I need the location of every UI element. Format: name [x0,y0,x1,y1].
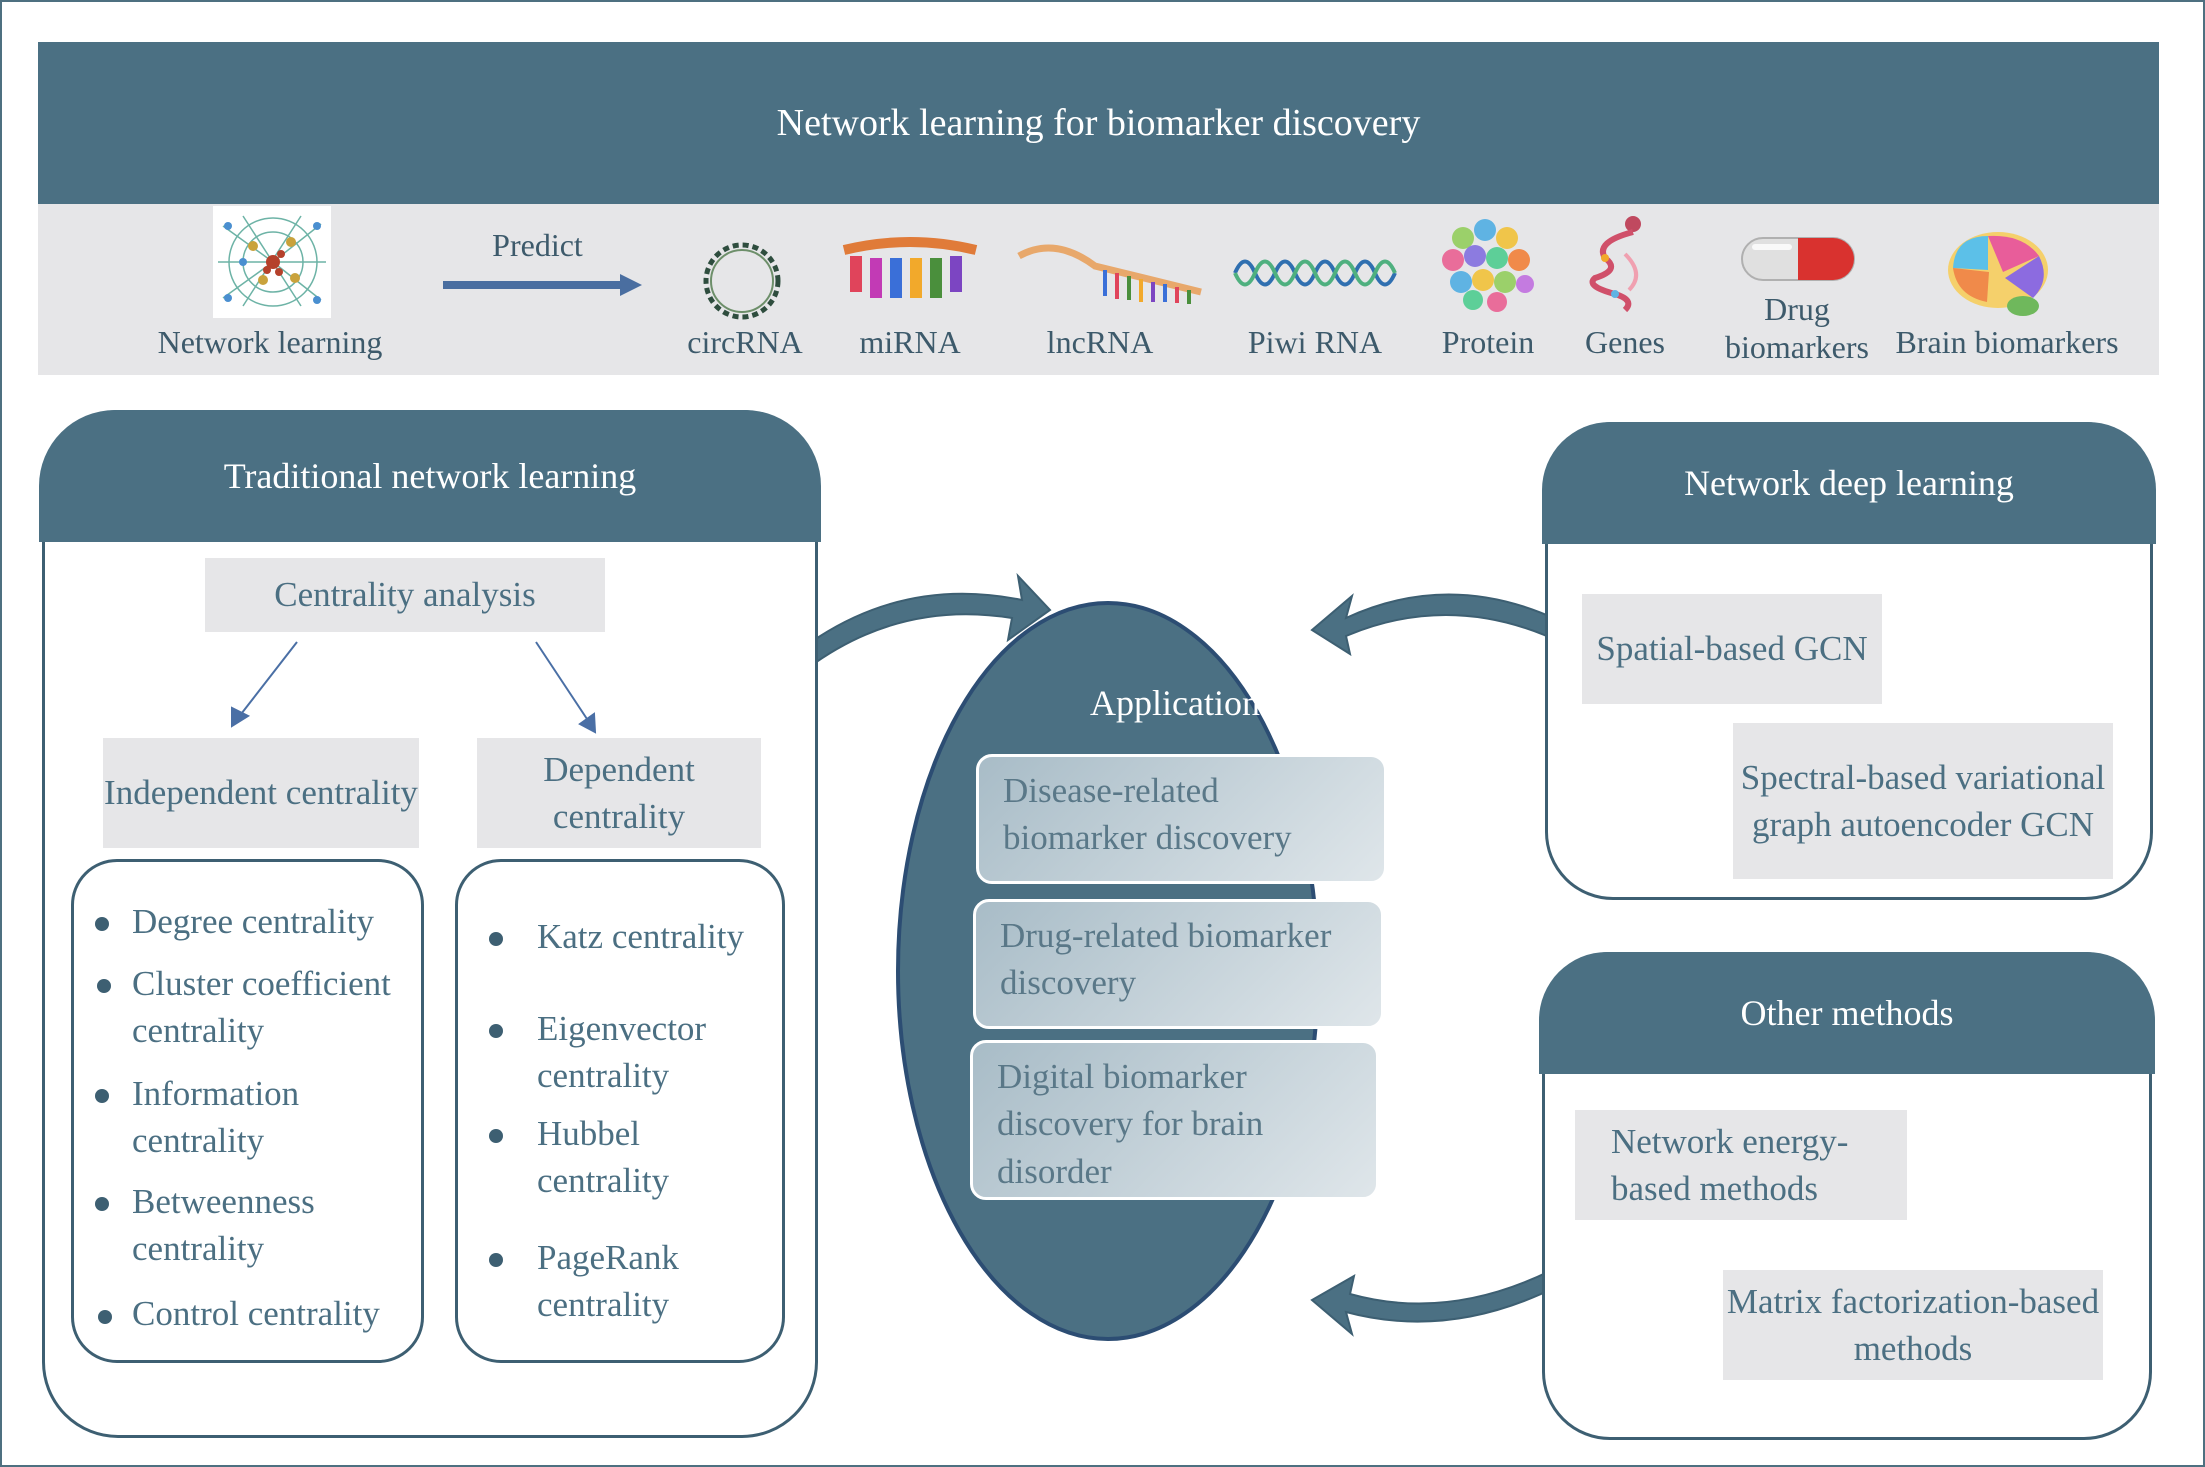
list-item: Control centrality [132,1294,380,1333]
bullet-icon [95,1089,109,1103]
dependent-centrality-box: Dependent centrality [477,738,761,848]
target-mirna: miRNA [859,324,961,360]
network-graph-icon [213,206,331,318]
application-item: Disease-related biomarker discovery [1003,771,1292,858]
application-drug-box: Drug-related biomarker discovery [973,899,1384,1029]
bullet-icon [98,1310,112,1324]
list-item: Betweenness centrality [132,1182,315,1269]
application-heading: Application [1090,683,1260,723]
target-protein: Protein [1441,324,1535,360]
main-title: Network learning for biomarker discovery [38,42,2159,204]
spectral-gcn-box: Spectral-based variational graph autoenc… [1733,723,2113,879]
mirna-icon [842,237,978,298]
independent-centrality-box: Independent centrality [103,738,419,848]
target-drug-biomarkers: Drug biomarkers [1725,291,1869,366]
protein-icon [1442,219,1534,312]
list-item: Degree centrality [132,902,374,941]
centrality-analysis-box: Centrality analysis [205,558,605,632]
predict-label: Predict [492,227,583,263]
arrow-other-to-application [1310,1266,1560,1337]
brain-icon [1948,232,2048,316]
bullet-icon [489,1129,503,1143]
bullet-icon [97,979,111,993]
arrow-deep-to-application [1310,593,1560,657]
traditional-heading: Traditional network learning [39,410,821,542]
target-brain-biomarkers: Brain biomarkers [1895,324,2119,360]
independent-list [71,859,424,1363]
target-piwi-rna: Piwi RNA [1247,324,1383,360]
circrna-icon [703,242,781,320]
centrality-split-arrows [231,641,597,734]
network-learning-label: Network learning [157,324,383,360]
list-item: Katz centrality [537,917,744,956]
application-item: Drug-related biomarker discovery [1000,916,1332,1003]
bullet-icon [95,917,109,931]
target-genes: Genes [1585,324,1665,360]
application-disease-box: Disease-related biomarker discovery [976,754,1387,884]
dependent-list [455,859,785,1363]
target-circrna: circRNA [687,324,803,360]
deep-learning-heading: Network deep learning [1542,422,2156,544]
genes-icon [1589,216,1641,313]
application-item: Digital biomarker discovery for brain di… [997,1057,1264,1191]
biomarker-strip [38,204,2159,375]
bullet-icon [489,1024,503,1038]
list-item: Information centrality [132,1074,300,1161]
matrix-factorization-box: Matrix factorization-based methods [1723,1270,2103,1380]
list-item: Hubbel centrality [537,1114,670,1201]
lncrna-icon [1017,244,1202,304]
list-item: Cluster coefficient centrality [132,964,391,1051]
arrow-traditional-to-application [798,572,1052,670]
bullet-icon [489,932,503,946]
network-energy-box: Network energy-based methods [1575,1110,1907,1220]
predict-arrow-icon [443,274,642,296]
other-methods-heading: Other methods [1539,952,2155,1074]
spatial-gcn-box: Spatial-based GCN [1582,594,1882,704]
target-lncrna: lncRNA [1046,324,1154,360]
application-brain-box: Digital biomarker discovery for brain di… [970,1040,1379,1200]
piwi-rna-icon [1233,259,1397,287]
bullet-icon [489,1253,503,1267]
drug-capsule-icon [1741,237,1855,281]
list-item: PageRank centrality [537,1238,679,1325]
list-item: Eigenvector centrality [537,1009,707,1096]
bullet-icon [95,1197,109,1211]
